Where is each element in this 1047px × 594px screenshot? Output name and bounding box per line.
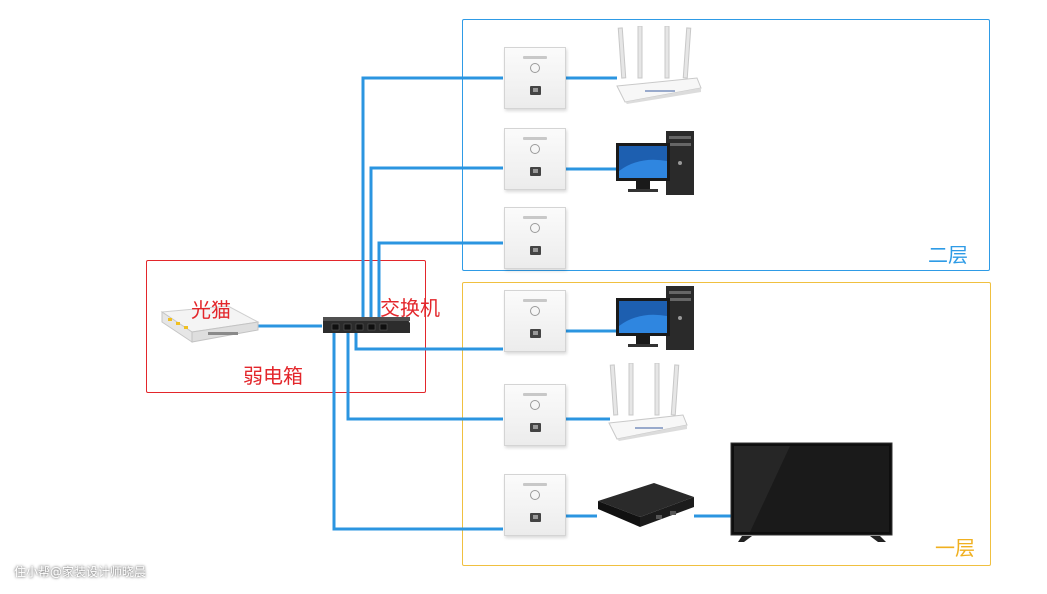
desktop-pc-icon <box>616 286 694 350</box>
wall-panel-1f-3 <box>504 474 566 536</box>
router-icon <box>616 26 702 104</box>
wall-panel-2f-1 <box>504 47 566 109</box>
floor2-label: 二层 <box>928 243 968 267</box>
watermark: 住小帮@家装设计师晓晨 <box>14 565 147 579</box>
switch-icon <box>323 317 410 333</box>
desktop-pc-icon <box>616 131 694 195</box>
modem-label: 光猫 <box>191 298 231 322</box>
modem-icon <box>160 305 260 343</box>
wall-panel-1f-1 <box>504 290 566 352</box>
router-icon <box>608 363 688 441</box>
floor2-zone <box>462 19 990 271</box>
switch-label: 交换机 <box>380 296 440 320</box>
cabinet-label: 弱电箱 <box>243 364 303 388</box>
cabinet-zone <box>146 260 426 393</box>
floor1-label: 一层 <box>935 536 975 560</box>
wall-panel-1f-2 <box>504 384 566 446</box>
tv-icon <box>730 442 893 542</box>
wall-panel-2f-2 <box>504 128 566 190</box>
wall-panel-2f-3 <box>504 207 566 269</box>
floor1-zone <box>462 282 991 566</box>
tv-box-icon <box>598 483 694 527</box>
